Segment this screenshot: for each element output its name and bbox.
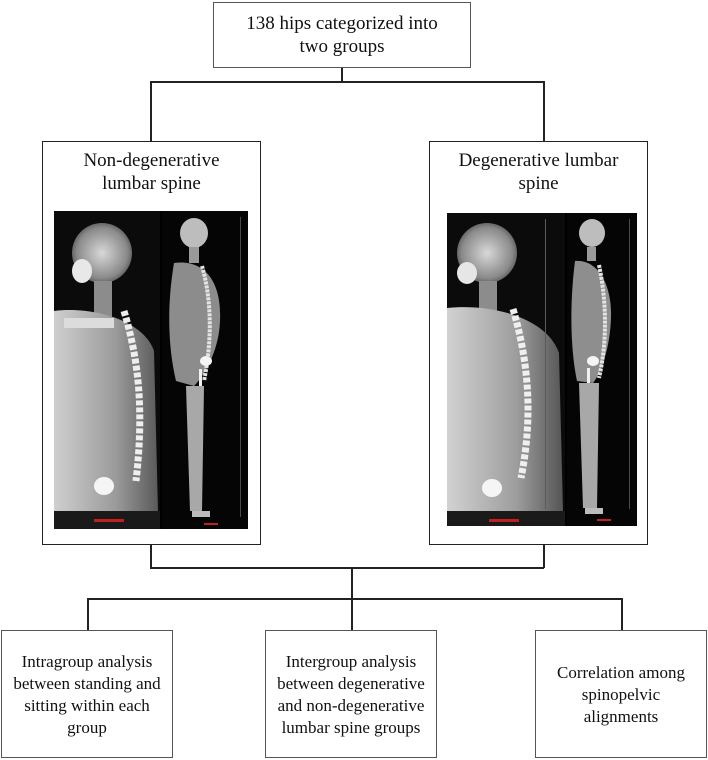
analysis-box-intragroup: Intragroup analysis between standing and… — [1, 630, 173, 758]
top-box-text: 138 hips categorized into two groups — [246, 13, 438, 57]
connector-analyses-horizontal — [87, 598, 622, 600]
connector-left-group-down — [150, 545, 152, 568]
analysis-text-correlation: Correlation among spinopelvic alignments — [557, 663, 685, 726]
connector-top-down — [341, 68, 343, 82]
connector-analysis-1 — [87, 598, 89, 630]
connector-right-down — [543, 81, 545, 141]
connector-center-down — [351, 567, 353, 599]
group-title-non-degenerative: Non-degenerative lumbar spine — [83, 150, 220, 194]
connector-top-horizontal — [150, 81, 544, 83]
connector-analysis-2 — [351, 598, 353, 630]
group-title-degenerative: Degenerative lumbar spine — [458, 150, 619, 194]
analysis-box-correlation: Correlation among spinopelvic alignments — [535, 630, 707, 758]
analysis-box-intergroup: Intergroup analysis between degenerative… — [265, 630, 437, 758]
connector-left-down — [150, 81, 152, 141]
analysis-text-intragroup: Intragroup analysis between standing and… — [13, 652, 161, 737]
xray-image-degenerative — [447, 213, 637, 526]
xray-image-non-degenerative — [54, 211, 248, 529]
connector-analysis-3 — [621, 598, 623, 630]
top-box: 138 hips categorized into two groups — [213, 2, 471, 68]
analysis-text-intergroup: Intergroup analysis between degenerative… — [277, 652, 425, 737]
connector-right-group-down — [543, 545, 545, 568]
connector-groups-horizontal — [150, 567, 544, 569]
